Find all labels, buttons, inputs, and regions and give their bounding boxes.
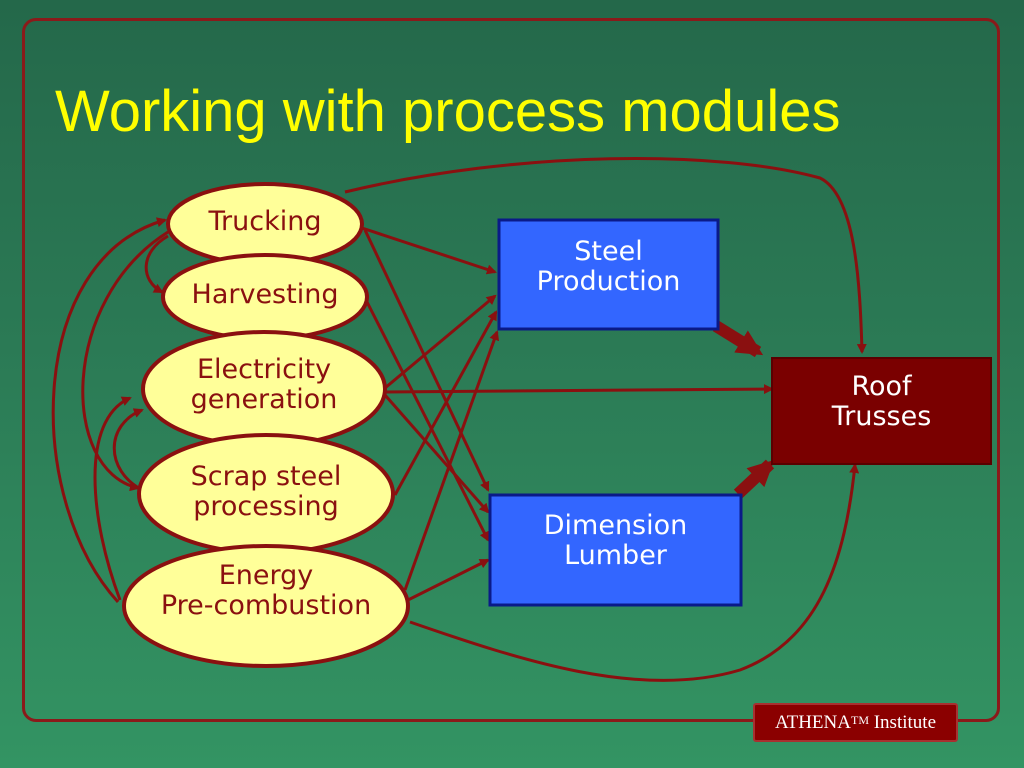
- label-steel-production: Steel Production: [499, 232, 718, 302]
- arrow-trucking-harvesting: [144, 234, 169, 294]
- label-dimension-lumber: Dimension Lumber: [490, 506, 741, 576]
- energy-line1: Energy: [218, 559, 314, 591]
- slide-title: Working with process modules: [55, 79, 841, 144]
- arrow-steel-roof: [712, 320, 764, 358]
- badge-suffix: Institute: [873, 711, 937, 733]
- arrow-harvesting-lumber: [363, 297, 490, 542]
- harvesting-text: Harvesting: [191, 278, 339, 310]
- badge-brand: ATHENA: [774, 711, 851, 733]
- arrow-scrap-electricity: [112, 408, 144, 492]
- scrap-line2: processing: [193, 491, 339, 522]
- steel-line1: Steel: [574, 235, 643, 267]
- scrap-line1: Scrap steel: [190, 460, 342, 492]
- label-roof-trusses: Roof Trusses: [772, 367, 991, 437]
- roof-line1: Roof: [851, 370, 912, 402]
- arrow-energy-roof: [409, 463, 860, 682]
- arrow-scrap-steel: [393, 310, 498, 496]
- box-steel-production: [497, 218, 720, 331]
- label-trucking: Trucking: [168, 200, 362, 244]
- arrow-energy-trucking: [51, 217, 167, 604]
- oval-energy: [122, 544, 410, 668]
- electricity-line2: generation: [190, 384, 338, 415]
- lumber-line2: Lumber: [564, 540, 667, 571]
- arrow-trucking-scrap: [81, 230, 169, 492]
- arrow-trucking-roof: [344, 156, 867, 354]
- arrow-electricity-roof: [384, 384, 774, 395]
- arrow-energy-electricity: [93, 396, 132, 601]
- trucking-text: Trucking: [208, 205, 322, 237]
- roof-line2: Trusses: [831, 401, 932, 432]
- electricity-line1: Electricity: [196, 353, 332, 385]
- arrow-energy-lumber: [407, 558, 490, 602]
- label-electricity-generation: Electricity generation: [143, 350, 385, 420]
- arrow-electricity-steel: [384, 294, 497, 390]
- box-dimension-lumber: [488, 493, 743, 607]
- box-roof-trusses: [771, 357, 992, 465]
- arrow-lumber-roof: [733, 459, 775, 499]
- arrow-trucking-lumber: [363, 229, 490, 492]
- label-harvesting: Harvesting: [163, 273, 367, 317]
- arrow-energy-steel: [403, 330, 500, 591]
- label-energy-precombustion: Energy Pre-combustion: [124, 556, 408, 626]
- arrow-trucking-steel: [361, 226, 497, 275]
- arrow-electricity-lumber: [383, 394, 490, 514]
- energy-line2: Pre-combustion: [160, 590, 372, 621]
- slide-frame: [22, 18, 1000, 722]
- badge-trademark: TM: [850, 713, 869, 727]
- lumber-line1: Dimension: [543, 509, 688, 541]
- steel-line2: Production: [536, 266, 681, 297]
- label-scrap-steel-processing: Scrap steel processing: [139, 457, 393, 527]
